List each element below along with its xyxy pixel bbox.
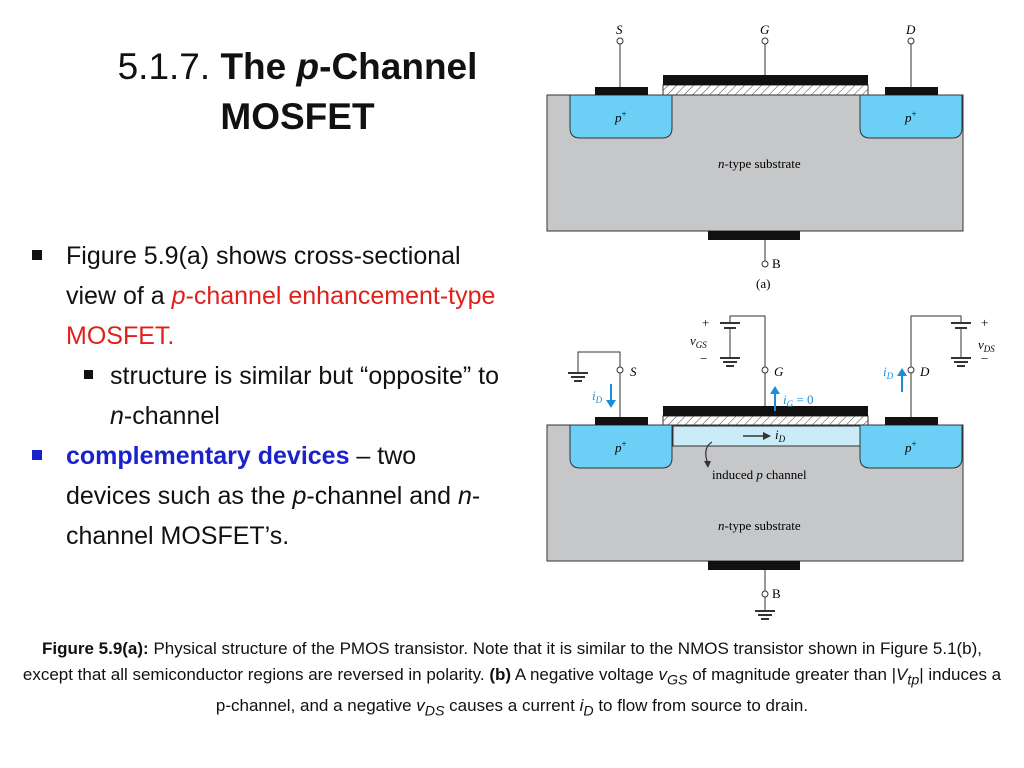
source-contact-a bbox=[595, 87, 648, 95]
figure-a: S G D p+ p+ n-type substrate B (a) bbox=[546, 22, 964, 291]
gate-electrode-b bbox=[663, 406, 868, 416]
section-number: 5.1.7. bbox=[117, 46, 211, 87]
p-plus-source-a bbox=[569, 94, 673, 139]
bullet-item-2: complementary devices – two devices such… bbox=[30, 436, 500, 556]
drain-contact-b bbox=[885, 417, 938, 425]
bullet-marker bbox=[32, 250, 42, 260]
drain-contact-a bbox=[885, 87, 938, 95]
label-s-a: S bbox=[616, 22, 623, 37]
bullet-list: Figure 5.9(a) shows cross-sectional view… bbox=[30, 236, 500, 556]
body-contact-a bbox=[708, 231, 800, 240]
label-g-a: G bbox=[760, 22, 770, 37]
label-p-right-a: p+ bbox=[904, 109, 917, 125]
p-plus-drain-a bbox=[859, 94, 963, 139]
label-id-source: iD bbox=[592, 388, 603, 405]
label-a: (a) bbox=[756, 276, 770, 291]
label-vds-minus: − bbox=[981, 351, 988, 366]
label-induced-channel: induced p channel bbox=[712, 467, 807, 482]
label-vds-plus: + bbox=[981, 315, 988, 330]
label-b-b: B bbox=[772, 586, 781, 601]
gate-oxide-a bbox=[662, 84, 869, 96]
bullet-marker-blue bbox=[32, 450, 42, 460]
p-plus-drain-b bbox=[859, 424, 963, 469]
page-title: 5.1.7. The p-Channel MOSFET bbox=[70, 42, 525, 142]
label-id-drain: iD bbox=[883, 364, 894, 381]
label-vgs: vGS bbox=[690, 333, 707, 350]
source-contact-b bbox=[595, 417, 648, 425]
label-vgs-minus: − bbox=[700, 351, 707, 366]
label-d-a: D bbox=[905, 22, 916, 37]
title-pre: The bbox=[220, 46, 297, 87]
label-g-b: G bbox=[774, 364, 784, 379]
label-d-b: D bbox=[919, 364, 930, 379]
label-vds: vDS bbox=[978, 337, 995, 354]
label-id-channel: iD bbox=[775, 427, 786, 444]
p-plus-source-b bbox=[569, 424, 673, 469]
figure-caption: Figure 5.9(a): Physical structure of the… bbox=[22, 639, 1002, 720]
label-vgs-plus: + bbox=[702, 315, 709, 330]
label-ig: iG = 0 bbox=[783, 392, 813, 409]
label-s-b: S bbox=[630, 364, 637, 379]
label-substrate-a: n-type substrate bbox=[718, 156, 801, 171]
title-line-2: MOSFET bbox=[220, 96, 375, 137]
bullet-item-1: Figure 5.9(a) shows cross-sectional view… bbox=[30, 236, 500, 356]
label-substrate-b: n-type substrate bbox=[718, 518, 801, 533]
gate-electrode-a bbox=[663, 75, 868, 85]
sub-bullet-marker bbox=[84, 370, 93, 379]
figure-b: S G D + vGS − + vDS − iD iG = 0 iD iD p+… bbox=[546, 315, 995, 620]
label-p-left-a: p+ bbox=[614, 109, 627, 125]
label-b-a: B bbox=[772, 256, 781, 271]
gate-oxide-b bbox=[662, 415, 869, 427]
body-contact-b bbox=[708, 561, 800, 570]
mosfet-figure: S G D p+ p+ n-type substrate B (a) bbox=[546, 22, 995, 620]
label-p-right-b: p+ bbox=[904, 439, 917, 455]
title-line-1: 5.1.7. The p-Channel bbox=[70, 42, 525, 92]
title-post: -Channel bbox=[319, 46, 478, 87]
title-italic: p bbox=[296, 46, 320, 87]
sub-bullet-item: structure is similar but “opposite” to n… bbox=[30, 356, 500, 436]
label-p-left-b: p+ bbox=[614, 439, 627, 455]
